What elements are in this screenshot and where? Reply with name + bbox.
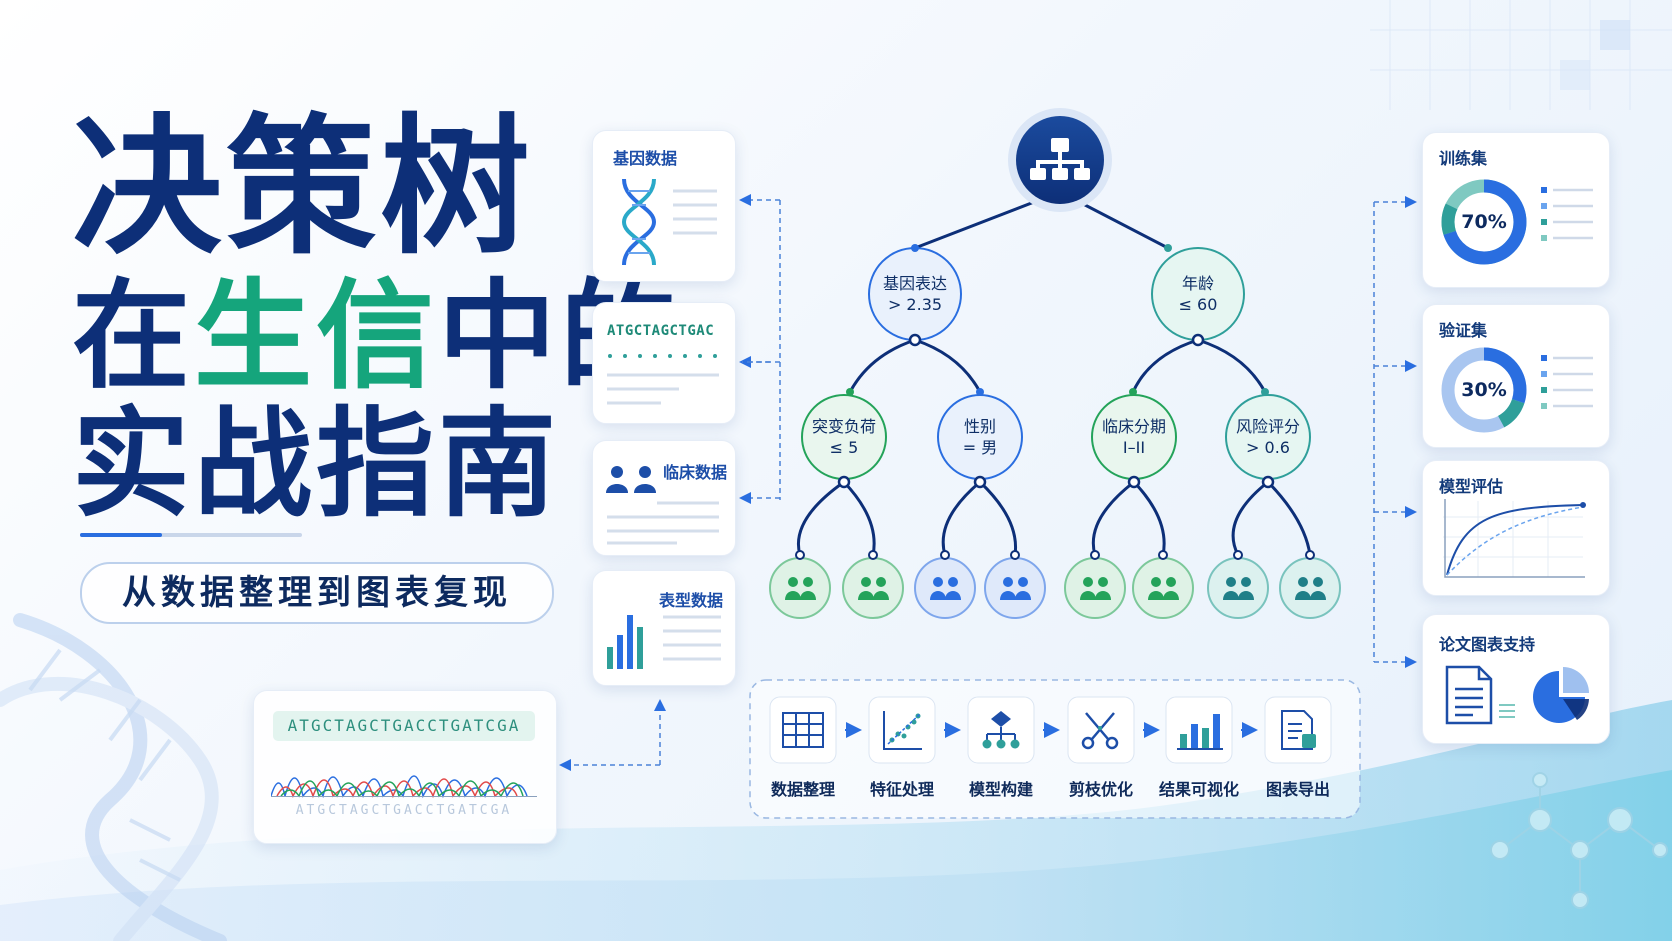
- training-set-card: 训练集 70%: [1422, 132, 1610, 288]
- patients-icon: [606, 466, 656, 493]
- node-label-line: 年龄: [1181, 274, 1214, 293]
- scissors-icon: [1081, 712, 1119, 750]
- legend-lines: [1541, 187, 1593, 241]
- node-label-sex: 性别 = 男: [930, 416, 1030, 458]
- node-label-line: ≤ 60: [1178, 295, 1218, 314]
- step-label: 数据整理: [770, 780, 835, 799]
- bar-chart-icon: [607, 615, 643, 669]
- title-line-2-pre: 在: [72, 267, 195, 405]
- text-lines-icon: [1499, 704, 1515, 718]
- leaf-node: [984, 557, 1046, 619]
- node-label-age: 年龄 ≤ 60: [1148, 273, 1248, 315]
- pie-chart-icon: [1533, 667, 1589, 723]
- leaf-node: [914, 557, 976, 619]
- training-donut-chart: [1441, 179, 1527, 265]
- phenotype-data-title: 表型数据: [659, 591, 724, 610]
- phenotype-text-lines: [663, 615, 721, 661]
- step-label: 图表导出: [1265, 780, 1330, 799]
- sequence-text: ATGCTAGCTGAC: [607, 323, 715, 339]
- paper-figure-title: 论文图表支持: [1439, 635, 1536, 654]
- node-label-mutation-load: 突变负荷 ≤ 5: [794, 416, 894, 458]
- export-document-icon: [1281, 710, 1316, 750]
- document-icon: [1445, 665, 1493, 725]
- donut-segment: [1441, 179, 1527, 265]
- model-tree-icon: [982, 711, 1020, 749]
- node-label-line: > 0.6: [1246, 438, 1290, 457]
- leaf-node: [1064, 557, 1126, 619]
- donut-segment: [1441, 179, 1527, 265]
- tree-leaves: [769, 550, 1341, 619]
- result-chart-icon: [1177, 714, 1223, 750]
- donut-segment: [1441, 347, 1527, 433]
- model-evaluation-card: 模型评估: [1422, 460, 1610, 596]
- table-icon: [782, 712, 824, 748]
- gene-data-card: 基因数据: [592, 130, 736, 282]
- node-label-line: 基因表达: [882, 274, 947, 293]
- leaf-node: [1207, 557, 1269, 619]
- clinical-data-title: 临床数据: [663, 463, 728, 482]
- leaf-node: [1279, 557, 1341, 619]
- chromatogram-sequence-faint: ATGCTAGCTGACCTGATCGA: [295, 803, 513, 818]
- node-label-clinical-stage: 临床分期 I–II: [1084, 416, 1184, 458]
- title-line-1: 决策树: [72, 101, 535, 275]
- dna-icon: [621, 178, 657, 266]
- paper-figure-card: 论文图表支持: [1422, 614, 1610, 744]
- title-underline: [80, 533, 302, 537]
- step-label: 模型构建: [968, 780, 1033, 799]
- chromatogram-sequence: ATGCTAGCTGACCTGATCGA: [273, 711, 535, 741]
- gene-data-title: 基因数据: [613, 149, 678, 168]
- validation-set-percent: 30%: [1461, 379, 1507, 401]
- node-label-line: 临床分期: [1101, 417, 1166, 436]
- people-icon: [785, 577, 1326, 600]
- model-evaluation-title: 模型评估: [1439, 477, 1504, 496]
- node-label-line: > 2.35: [887, 295, 943, 314]
- node-label-line: 性别: [963, 417, 996, 436]
- subtitle-pill: 从数据整理到图表复现: [80, 562, 554, 624]
- legend-lines: [1541, 355, 1593, 409]
- scatter-icon: [883, 711, 922, 750]
- chromatogram-peaks: [271, 775, 537, 799]
- gene-text-lines: [673, 189, 717, 235]
- node-label-line: = 男: [962, 438, 998, 457]
- validation-set-title: 验证集: [1439, 321, 1488, 340]
- clinical-text-lines: [607, 501, 719, 545]
- node-label-line: ≤ 5: [829, 438, 859, 457]
- roc-curve-chart: [1443, 499, 1586, 578]
- training-set-title: 训练集: [1439, 149, 1488, 168]
- leaf-node: [1132, 557, 1194, 619]
- training-set-percent: 70%: [1461, 211, 1507, 233]
- title-line-3: 实战指南: [72, 395, 561, 533]
- node-label-line: 风险评分: [1235, 417, 1300, 436]
- sequence-lines: [607, 354, 719, 405]
- phenotype-data-card: 表型数据: [592, 570, 736, 686]
- node-label-line: I–II: [1122, 438, 1146, 457]
- validation-set-card: 验证集 30%: [1422, 304, 1610, 448]
- clinical-data-card: 临床数据: [592, 440, 736, 556]
- step-label: 特征处理: [869, 780, 934, 799]
- node-label-risk-score: 风险评分 > 0.6: [1218, 416, 1318, 458]
- step-label: 结果可视化: [1158, 780, 1239, 799]
- node-label-line: 突变负荷: [811, 417, 876, 436]
- validation-donut-chart: [1441, 347, 1527, 433]
- leaf-node: [842, 557, 904, 619]
- step-label: 剪枝优化: [1068, 780, 1133, 799]
- leaf-node: [769, 557, 831, 619]
- title-line-2-accent: 生信: [194, 267, 439, 405]
- node-label-gene-expression: 基因表达 > 2.35: [865, 273, 965, 315]
- sequence-data-card: ATGCTAGCTGAC: [592, 302, 736, 424]
- hierarchy-icon: [1030, 138, 1090, 180]
